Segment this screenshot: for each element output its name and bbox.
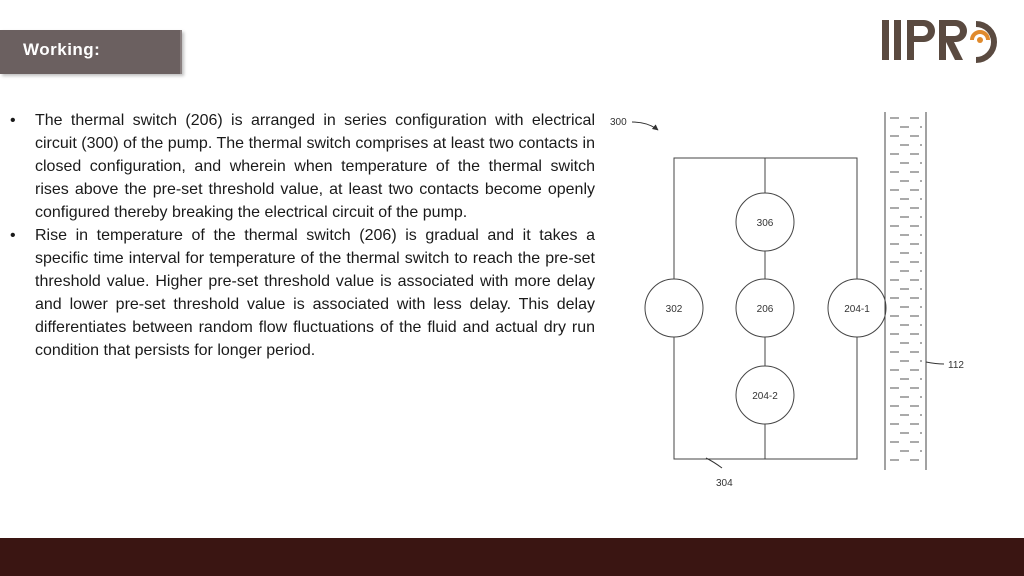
section-title: Working: [23,40,101,59]
footer-bar [0,538,1024,576]
circuit-diagram: 300 306 302 206 204-1 204-2 304 112 [610,112,964,489]
circuit-node-204-1: 204-1 [827,278,887,338]
svg-text:302: 302 [666,304,683,315]
svg-text:206: 206 [757,304,774,315]
ref-label-304: 304 [716,478,733,489]
ref-arrow-300 [631,121,659,131]
bullet-marker: • [10,112,16,129]
circuit-node-306: 306 [735,192,795,252]
ref-label-112: 112 [948,360,964,371]
bullet-marker: • [10,227,16,244]
fluid-tank [884,112,927,470]
bullet-item-thermal-switch: • The thermal switch (206) is arranged i… [10,109,595,224]
circuit-node-204-2: 204-2 [735,365,795,425]
section-header-tab: Working: [0,30,182,74]
bullet-text: Rise in temperature of the thermal switc… [35,227,595,359]
svg-text:306: 306 [757,218,774,229]
bullet-text: The thermal switch (206) is arranged in … [35,112,595,221]
svg-text:204-1: 204-1 [844,304,870,315]
circuit-node-206: 206 [735,278,795,338]
svg-text:204-2: 204-2 [752,391,778,402]
circuit-node-302: 302 [644,278,704,338]
ref-leader-304 [705,457,723,469]
ref-label-300: 300 [610,117,627,128]
iiprd-logo [882,20,997,63]
bullet-list: • The thermal switch (206) is arranged i… [10,109,595,362]
bullet-item-temperature-rise: • Rise in temperature of the thermal swi… [10,224,595,362]
ref-leader-112 [925,361,945,365]
fluid-hatching [890,117,922,461]
